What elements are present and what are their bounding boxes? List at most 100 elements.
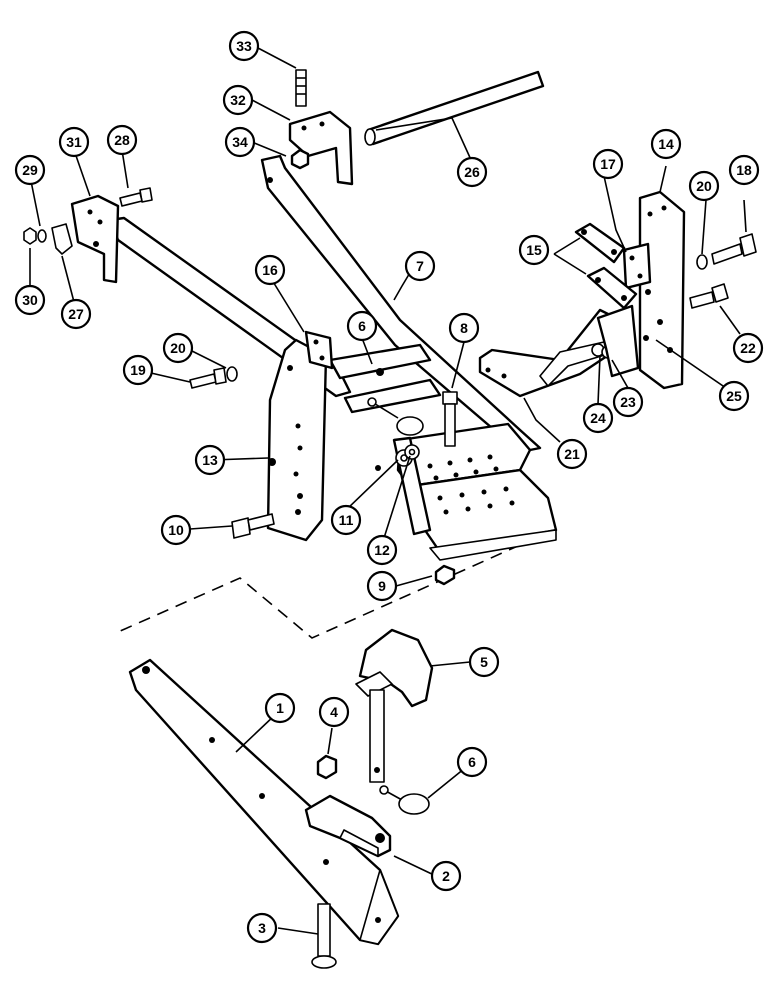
svg-text:22: 22: [740, 340, 756, 356]
svg-text:34: 34: [232, 134, 248, 150]
part-28-bolt: [119, 187, 153, 207]
svg-text:16: 16: [262, 262, 278, 278]
svg-text:1: 1: [276, 700, 284, 716]
svg-text:26: 26: [464, 164, 480, 180]
callout-30: 30: [14, 284, 46, 316]
callout-23: 23: [612, 386, 644, 418]
svg-text:8: 8: [460, 320, 468, 336]
part-25-bracket: [596, 304, 640, 378]
svg-text:3: 3: [258, 920, 266, 936]
svg-text:24: 24: [590, 410, 606, 426]
svg-text:10: 10: [168, 522, 184, 538]
part-33-stud: [295, 69, 307, 107]
part-20-washer-left: [226, 366, 238, 382]
part-29-washer: [37, 229, 47, 243]
svg-text:31: 31: [66, 134, 82, 150]
callout-2: 2: [430, 860, 462, 892]
part-12-nut: [404, 444, 420, 460]
callout-26: 26: [456, 156, 488, 188]
callout-33: 33: [228, 30, 260, 62]
svg-text:19: 19: [130, 362, 146, 378]
callout-20-left: 20: [162, 332, 194, 364]
callout-11: 11: [330, 504, 362, 536]
callout-17: 17: [592, 148, 624, 180]
part-30-nut: [23, 227, 37, 245]
callout-8: 8: [448, 312, 480, 344]
part-6-pin-lower: [379, 785, 430, 815]
callout-5: 5: [468, 646, 500, 678]
callout-1: 1: [264, 692, 296, 724]
svg-text:30: 30: [22, 292, 38, 308]
svg-text:11: 11: [339, 512, 354, 528]
svg-text:2: 2: [442, 868, 450, 884]
callout-7: 7: [404, 250, 436, 282]
callout-24: 24: [582, 402, 614, 434]
part-8-bolt: [442, 391, 458, 447]
svg-text:15: 15: [526, 242, 542, 258]
callout-19: 19: [122, 354, 154, 386]
part-22-bolt: [689, 283, 729, 309]
callout-9: 9: [366, 570, 398, 602]
part-3-bolt: [311, 903, 337, 969]
part-20-washer-right: [696, 254, 708, 270]
svg-text:4: 4: [330, 704, 338, 720]
callout-15: 15: [518, 234, 550, 266]
svg-text:6: 6: [358, 318, 366, 334]
svg-text:18: 18: [736, 162, 752, 178]
callout-3: 3: [246, 912, 278, 944]
callout-13: 13: [194, 444, 226, 476]
part-16-plate: [304, 330, 334, 370]
part-19-bolt: [189, 367, 227, 389]
callout-28: 28: [106, 124, 138, 156]
part-31-bracket: [70, 194, 120, 284]
svg-text:9: 9: [378, 578, 386, 594]
svg-text:29: 29: [22, 162, 38, 178]
part-27-clip: [51, 223, 73, 255]
svg-text:21: 21: [564, 446, 580, 462]
callout-6-upper: 6: [346, 310, 378, 342]
part-9-nut: [434, 564, 456, 586]
part-10-bolt: [231, 513, 275, 539]
svg-text:20: 20: [696, 178, 712, 194]
part-18-bolt: [711, 233, 757, 265]
svg-text:20: 20: [170, 340, 186, 356]
callout-27: 27: [60, 298, 92, 330]
part-26-rod: [364, 70, 545, 146]
svg-text:27: 27: [68, 306, 84, 322]
svg-text:32: 32: [230, 92, 246, 108]
callout-31: 31: [58, 126, 90, 158]
part-34-nut: [290, 148, 310, 170]
callout-25: 25: [718, 380, 750, 412]
svg-text:13: 13: [202, 452, 218, 468]
svg-text:14: 14: [658, 136, 674, 152]
part-6-pin-upper: [367, 397, 424, 436]
callout-4: 4: [318, 696, 350, 728]
svg-text:28: 28: [114, 132, 130, 148]
callout-18: 18: [728, 154, 760, 186]
callout-10: 10: [160, 514, 192, 546]
svg-text:5: 5: [480, 654, 488, 670]
callout-22: 22: [732, 332, 764, 364]
part-13-side-plate: [266, 338, 328, 542]
part-4-nut: [316, 754, 338, 780]
svg-text:6: 6: [468, 754, 476, 770]
part-5-pin: [355, 628, 434, 783]
callout-21: 21: [556, 438, 588, 470]
svg-text:7: 7: [416, 258, 424, 274]
callout-12: 12: [366, 534, 398, 566]
callout-6-lower: 6: [456, 746, 488, 778]
svg-text:23: 23: [620, 394, 636, 410]
callout-34: 34: [224, 126, 256, 158]
svg-text:33: 33: [236, 38, 252, 54]
part-17-plate: [622, 242, 652, 290]
part-1-drawbar: [128, 658, 400, 946]
callout-29: 29: [14, 154, 46, 186]
part-2-clevis: [304, 794, 392, 858]
assembly-dashed-line: [117, 544, 521, 639]
svg-text:12: 12: [374, 542, 390, 558]
callout-20-right: 20: [688, 170, 720, 202]
callout-14: 14: [650, 128, 682, 160]
part-32-bracket: [288, 110, 354, 186]
callout-32: 32: [222, 84, 254, 116]
